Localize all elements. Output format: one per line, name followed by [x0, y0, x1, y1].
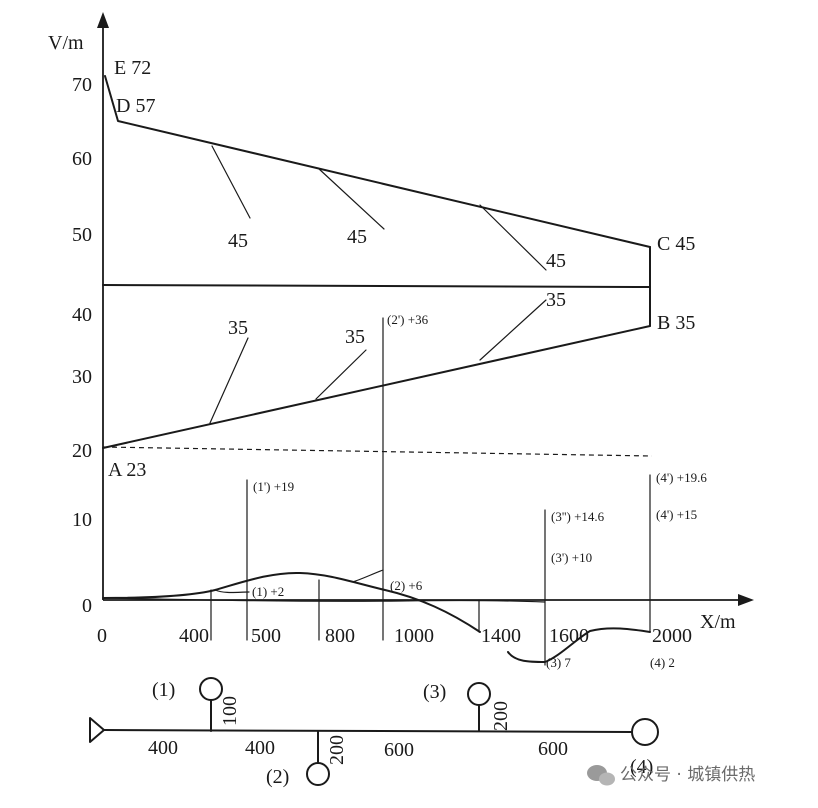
x-tick-2000: 2000: [652, 625, 692, 647]
wechat-icon: [587, 765, 615, 786]
x-tick-0: 0: [97, 625, 107, 647]
user-2-circle-icon: [306, 762, 330, 786]
y-tick-40: 40: [72, 304, 92, 326]
watermark: 公众号 · 城镇供热: [587, 765, 755, 786]
branch-1-prime-label: (1') +19: [253, 479, 294, 494]
x-tick-800: 800: [325, 625, 355, 647]
node-3-label: (3): [423, 681, 446, 703]
supply-pressure-line: [104, 75, 651, 248]
branch-2-hook: [351, 569, 384, 583]
branch-verticals: [214, 317, 651, 666]
branch-3-prime-label: (3') +10: [551, 550, 592, 565]
branch-1-hook: [214, 589, 250, 594]
y-tick-60: 60: [72, 148, 92, 170]
y-axis-unit: V/m: [48, 32, 84, 54]
segment-length-1: 400: [148, 737, 178, 759]
source-triangle-icon: [89, 717, 105, 743]
segment-length-3: 600: [384, 739, 414, 761]
branch-2-label: (2) +6: [390, 578, 423, 593]
node-2-label: (2): [266, 766, 289, 788]
branch-1-label: (1) +2: [252, 584, 284, 599]
y-axis-arrow: [97, 12, 109, 28]
x-tick-400: 400: [179, 625, 209, 647]
terrain-line-right: [507, 627, 651, 663]
return-pressure-line: [102, 325, 651, 449]
point-e-label: E 72: [114, 57, 151, 79]
branch-2-prime-label: (2') +36: [387, 312, 429, 327]
y-tick-50: 50: [72, 224, 92, 246]
y-tick-70: 70: [72, 74, 92, 96]
return-line: 35 35 35: [102, 289, 651, 449]
pipe-baseline: [102, 597, 546, 603]
return-leader-1: [209, 337, 249, 424]
y-tick-10: 10: [72, 509, 92, 531]
return-label-3: 35: [546, 289, 566, 311]
supply-label-2: 45: [347, 226, 367, 248]
branch-3-label: (3) 7: [546, 655, 571, 670]
watermark-text: 公众号 · 城镇供热: [620, 765, 755, 785]
main-pipe: [103, 729, 633, 733]
segment-length-4: 600: [538, 738, 568, 760]
node-4-label: (4): [630, 756, 653, 778]
point-a-label: A 23: [108, 459, 146, 481]
static-pressure-line: [102, 284, 651, 288]
branch-4-label: (4) 2: [650, 655, 675, 670]
return-leader-3: [479, 299, 547, 361]
user-1-circle-icon: [199, 677, 223, 701]
x-tick-500: 500: [251, 625, 281, 647]
y-tick-0: 0: [82, 595, 92, 617]
segment-length-2: 400: [245, 737, 275, 759]
x-axis-arrow: [738, 594, 754, 606]
point-d-label: D 57: [116, 95, 155, 117]
branch-length-2: 200: [326, 735, 348, 765]
y-tick-20: 20: [72, 440, 92, 462]
supply-leader-1: [211, 145, 251, 219]
supply-label-1: 45: [228, 230, 248, 252]
supply-line: 45 45 45: [104, 75, 651, 327]
supply-label-3: 45: [546, 250, 566, 272]
branch-length-3: 200: [490, 701, 512, 731]
return-label-2: 35: [345, 326, 365, 348]
terrain-profile: [102, 571, 651, 663]
y-tick-30: 30: [72, 366, 92, 388]
user-4-circle-icon: [631, 718, 659, 746]
supply-leader-3: [479, 204, 547, 271]
node-1-label: (1): [152, 679, 175, 701]
x-tick-1000: 1000: [394, 625, 434, 647]
axes: V/m X/m 0 10 20 30 40 50 60 70 0 400 500…: [48, 12, 754, 647]
dashed-reference-line: [102, 446, 653, 457]
branch-length-1: 100: [219, 696, 241, 726]
x-tick-1600: 1600: [549, 625, 589, 647]
x-tick-1400: 1400: [481, 625, 521, 647]
supply-leader-2: [317, 167, 385, 230]
point-c-label: C 45: [657, 233, 695, 255]
point-b-label: B 35: [657, 312, 695, 334]
branch-4-prime-label: (4') +15: [656, 507, 697, 522]
x-axis-unit: X/m: [700, 611, 736, 633]
branch-3-double-prime-label: (3'') +14.6: [551, 509, 605, 524]
return-leader-2: [315, 349, 367, 400]
terrain-line: [102, 571, 481, 633]
return-label-1: 35: [228, 317, 248, 339]
network-schematic: (1) 100 (2) 200 (3) 200 (4) 400 400 600 …: [89, 677, 659, 788]
user-3-circle-icon: [467, 682, 491, 706]
branch-4-prime-top-label: (4') +19.6: [656, 470, 707, 485]
